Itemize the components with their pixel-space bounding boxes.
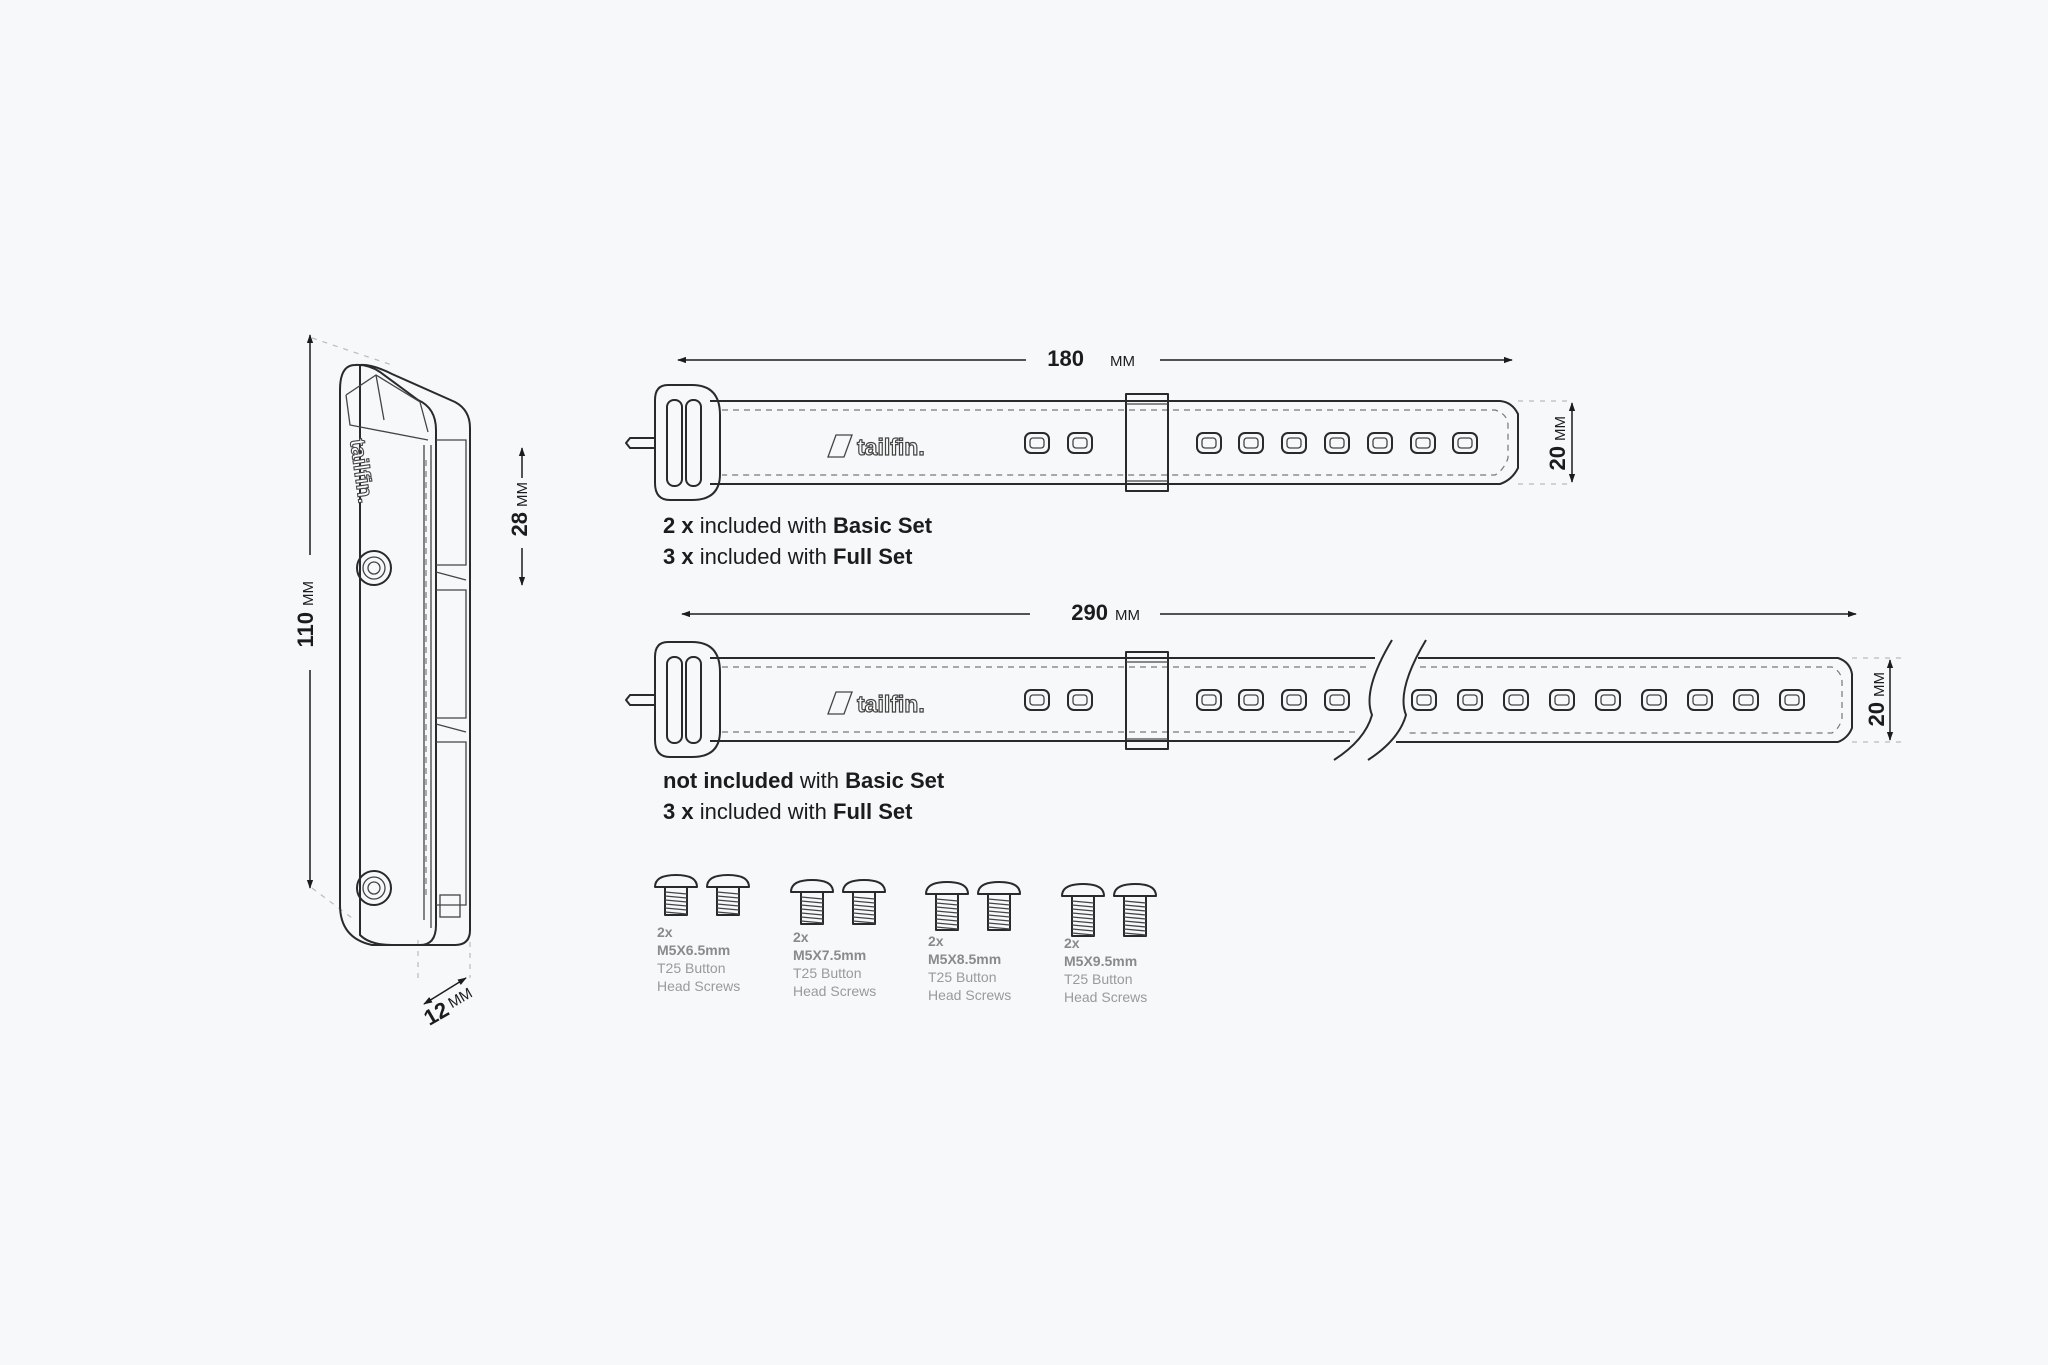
screw-icon (1113, 883, 1157, 937)
strap-hole (1281, 689, 1307, 711)
strap-short-logo-text: tailfin. (857, 434, 925, 460)
strap-hole (1411, 689, 1437, 711)
strap-long-note-basic: not included with Basic Set (663, 768, 945, 793)
strap-hole (1367, 432, 1393, 454)
dimension-28-value: 28 (507, 512, 532, 536)
dimension-110mm: 110 MM (293, 334, 318, 889)
dimension-110-value: 110 (293, 612, 318, 648)
strap-hole (1733, 689, 1759, 711)
screw-caption-4: 2x M5X9.5mm T25 Button Head Screws (1064, 934, 1147, 1006)
dimension-28-unit: MM (514, 482, 531, 507)
screw-icon (1061, 883, 1105, 937)
screw-2-qty: 2x (793, 929, 809, 945)
screw-3-type: T25 Button (928, 969, 997, 985)
screw-2-size: M5X7.5mm (793, 947, 867, 963)
strap-long: tailfin. (625, 639, 1902, 761)
strap-short: tailfin. (625, 384, 1568, 502)
dimension-20-long-unit: MM (1871, 672, 1888, 697)
strap-hole (1324, 689, 1350, 711)
strap-hole (1281, 432, 1307, 454)
dimension-20mm-long: 20 MM (1864, 659, 1894, 741)
screw-2-type: T25 Button (793, 965, 862, 981)
strap-hole (1196, 432, 1222, 454)
screw-caption-2: 2x M5X7.5mm T25 Button Head Screws (793, 928, 876, 1000)
dimension-20-short-value: 20 (1545, 446, 1570, 470)
strap-hole (1238, 432, 1264, 454)
strap-hole (1196, 689, 1222, 711)
screw-1-qty: 2x (657, 924, 673, 940)
dimension-28mm: 28 MM (507, 447, 532, 586)
strap-hole (1452, 432, 1478, 454)
mount-bracket: tailfin. (311, 337, 471, 978)
screw-4-size: M5X9.5mm (1064, 953, 1138, 969)
screw-4-type: T25 Button (1064, 971, 1133, 987)
strap-long-holes (1024, 689, 1805, 711)
strap-short-note-basic: 2 x included with Basic Set (663, 513, 933, 538)
strap-hole (1410, 432, 1436, 454)
strap-long-logo: tailfin. (827, 690, 925, 718)
screw-4-qty: 2x (1064, 935, 1080, 951)
strap-hole (1324, 432, 1350, 454)
screw-3-size: M5X8.5mm (928, 951, 1002, 967)
strap-short-logo: tailfin. (827, 433, 925, 461)
strap-hole (1024, 432, 1050, 454)
strap-short-notes: 2 x included with Basic Set 3 x included… (663, 510, 932, 572)
dimension-180-value: 180 (1047, 346, 1084, 371)
dimension-20mm-short: 20 MM (1545, 402, 1576, 483)
mount-logo: tailfin. (345, 437, 379, 505)
strap-hole (1024, 689, 1050, 711)
screw-icon (790, 879, 834, 925)
strap-hole (1457, 689, 1483, 711)
strap-hole (1067, 432, 1093, 454)
screw-icon (925, 881, 969, 931)
strap-short-holes (1024, 432, 1478, 454)
screw-icon (706, 874, 750, 916)
dimension-12mm: 12 MM (419, 977, 476, 1030)
screw-icon (977, 881, 1021, 931)
dimension-20-long-value: 20 (1864, 702, 1889, 726)
strap-hole (1067, 689, 1093, 711)
strap-hole (1687, 689, 1713, 711)
screw-3-qty: 2x (928, 933, 944, 949)
dimension-290-unit: MM (1115, 607, 1140, 624)
mount-screw-bottom (356, 870, 392, 906)
strap-hole (1503, 689, 1529, 711)
dimension-110-unit: MM (300, 581, 317, 606)
mount-screw-top (356, 550, 392, 586)
screw-1-type: T25 Button (657, 960, 726, 976)
screw-2-head: Head Screws (793, 983, 877, 999)
screw-3-head: Head Screws (928, 987, 1012, 1003)
screw-caption-3: 2x M5X8.5mm T25 Button Head Screws (928, 932, 1011, 1004)
screw-4-head: Head Screws (1064, 989, 1148, 1005)
dimension-290mm: 290 MM (681, 600, 1857, 625)
strap-long-logo-text: tailfin. (857, 691, 925, 717)
screw-drawings (654, 874, 1157, 937)
screw-1-head: Head Screws (657, 978, 741, 994)
strap-hole (1549, 689, 1575, 711)
screw-1-size: M5X6.5mm (657, 942, 731, 958)
screw-icon (842, 879, 886, 925)
dimension-290-value: 290 (1071, 600, 1108, 625)
strap-hole (1595, 689, 1621, 711)
strap-short-note-full: 3 x included with Full Set (663, 544, 913, 569)
strap-hole (1641, 689, 1667, 711)
strap-long-notes: not included with Basic Set 3 x included… (663, 765, 944, 827)
strap-hole (1779, 689, 1805, 711)
screw-caption-1: 2x M5X6.5mm T25 Button Head Screws (657, 923, 740, 995)
dimension-180mm: 180 MM (677, 346, 1513, 371)
screw-icon (654, 874, 698, 916)
strap-long-note-full: 3 x included with Full Set (663, 799, 913, 824)
dimension-20-short-unit: MM (1552, 416, 1569, 441)
dimension-180-unit: MM (1110, 353, 1135, 370)
strap-hole (1238, 689, 1264, 711)
